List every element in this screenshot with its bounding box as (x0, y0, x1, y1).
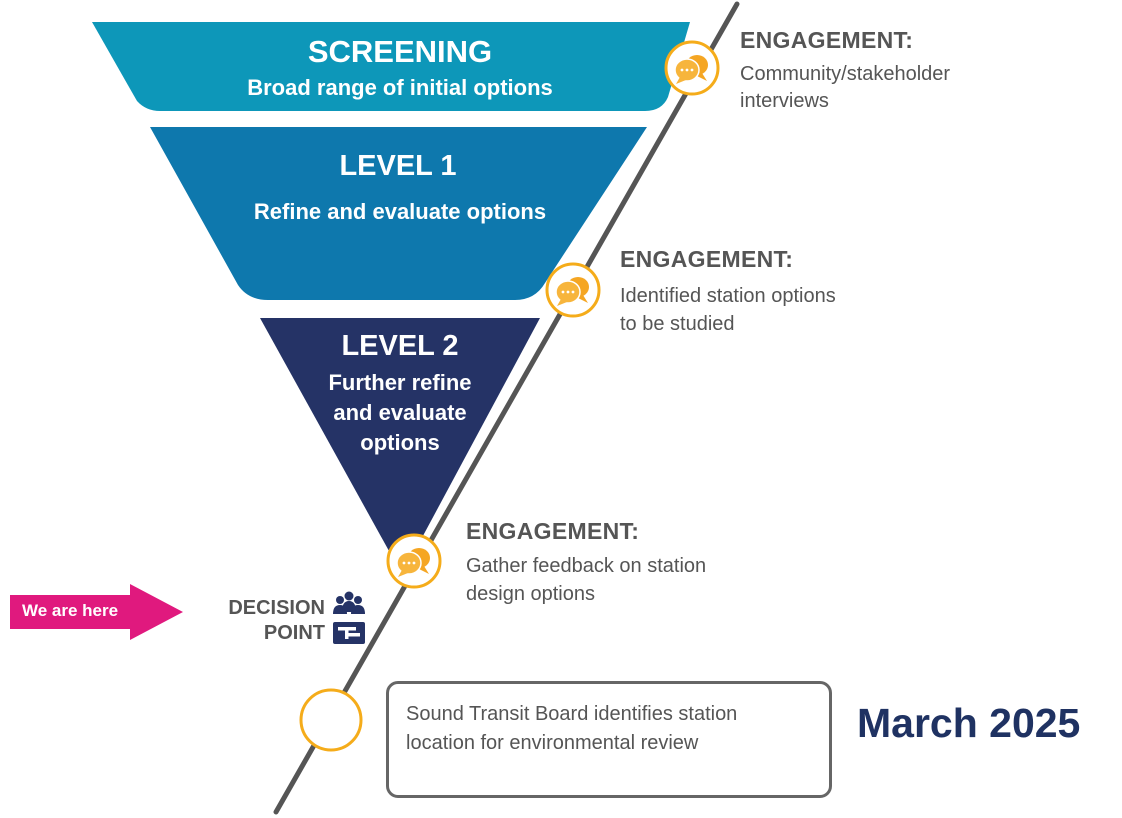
chat-bubbles-icon (674, 55, 708, 84)
engagement-3-icon-group (386, 533, 442, 589)
engagement-1-icon-group (664, 40, 720, 96)
engagement-3-line-2: design options (466, 583, 595, 605)
screening-title: SCREENING (307, 34, 493, 69)
screening-band (92, 22, 690, 111)
engagement-1-title: ENGAGEMENT: (740, 27, 914, 53)
engagement-3-title: ENGAGEMENT: (466, 518, 640, 544)
level2-triangle (260, 318, 540, 567)
engagement-2-title: ENGAGEMENT: (620, 246, 794, 272)
level2-title: LEVEL 2 (341, 330, 459, 362)
level1-band (150, 127, 647, 300)
milestone-text: Sound Transit Board identifies station l… (406, 700, 826, 758)
engagement-1-line-1: Community/stakeholder (740, 63, 951, 85)
level2-subtitle-line-1: Further refine (328, 370, 472, 395)
level1-title: LEVEL 1 (339, 150, 457, 182)
engagement-2-line-1: Identified station options (620, 285, 836, 307)
level2-subtitle-line-2: and evaluate (333, 400, 467, 425)
milestone-circle (299, 688, 363, 752)
engagement-3-line-1: Gather feedback on station (466, 555, 707, 577)
level1-subtitle: Refine and evaluate options (253, 199, 547, 224)
we-are-here-label: We are here (22, 601, 119, 620)
chat-bubbles-icon (555, 277, 589, 306)
decision-point-line-2: POINT (263, 622, 325, 644)
milestone-date: March 2025 (857, 700, 1081, 746)
board-meeting-icon (333, 591, 365, 644)
milestone-text-line-1: Sound Transit Board identifies station (406, 703, 738, 725)
milestone-text-line-2: location for environmental review (406, 732, 699, 754)
engagement-1-line-2: interviews (740, 90, 829, 112)
engagement-2-icon-group (545, 262, 601, 318)
decision-point-line-1: DECISION (228, 597, 325, 619)
screening-subtitle: Broad range of initial options (247, 75, 553, 100)
engagement-2-line-2: to be studied (620, 313, 735, 335)
we-are-here-arrow (10, 584, 183, 640)
timeline-line (273, 1, 740, 815)
milestone-box: Sound Transit Board identifies station l… (386, 681, 832, 798)
chat-bubbles-icon (396, 548, 430, 577)
level2-subtitle-line-3: options (360, 430, 440, 455)
